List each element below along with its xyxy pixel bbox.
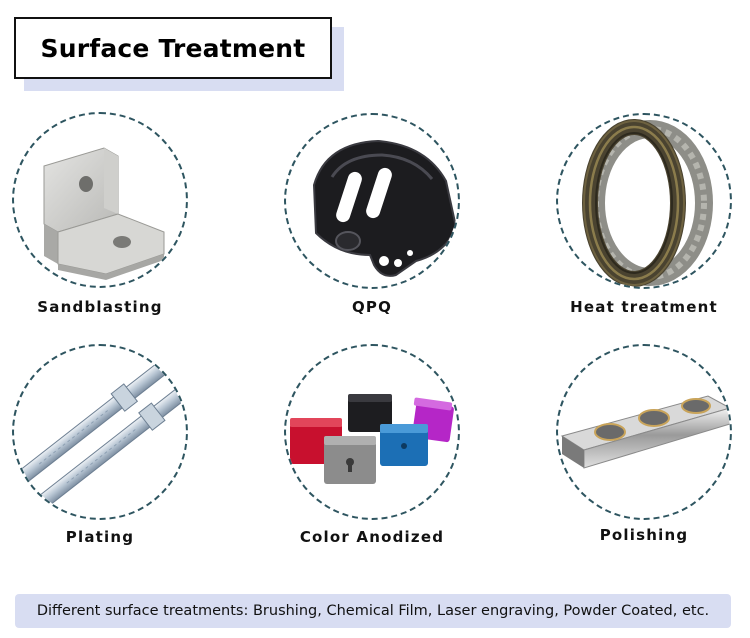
polishing-image-frame bbox=[556, 344, 732, 520]
label-qpq: QPQ bbox=[351, 298, 393, 316]
label-sandblasting: Sandblasting bbox=[37, 298, 163, 316]
aluminum-angle-bracket-icon bbox=[43, 147, 165, 280]
label-polishing: Polishing bbox=[599, 526, 689, 544]
color-anodized-image-frame bbox=[284, 344, 460, 520]
treatment-heat bbox=[556, 113, 732, 289]
anodized-blocks-icon bbox=[290, 394, 454, 484]
treatment-plating bbox=[12, 344, 188, 520]
footer-text: Different surface treatments: Brushing, … bbox=[36, 603, 710, 619]
black-clamp-part-icon bbox=[312, 139, 458, 277]
plating-image-frame bbox=[12, 344, 188, 520]
label-color-anodized: Color Anodized bbox=[299, 528, 445, 546]
qpq-image-frame bbox=[284, 113, 460, 289]
page-title: Surface Treatment bbox=[40, 33, 306, 63]
label-plating: Plating bbox=[65, 528, 135, 546]
threaded-ring-icon bbox=[582, 119, 713, 287]
sandblasting-image-frame bbox=[12, 112, 188, 288]
footer-banner: Different surface treatments: Brushing, … bbox=[15, 594, 731, 628]
treatment-polishing bbox=[556, 344, 732, 520]
label-heat-treatment: Heat treatment bbox=[570, 298, 718, 316]
polished-plate-icon bbox=[560, 395, 730, 469]
treatment-color-anodized bbox=[284, 344, 460, 520]
plated-shafts-icon bbox=[14, 354, 186, 513]
treatment-sandblasting bbox=[12, 112, 188, 288]
treatment-qpq bbox=[284, 113, 460, 289]
heat-treatment-image-frame bbox=[556, 113, 732, 289]
title-box: Surface Treatment bbox=[14, 17, 332, 79]
